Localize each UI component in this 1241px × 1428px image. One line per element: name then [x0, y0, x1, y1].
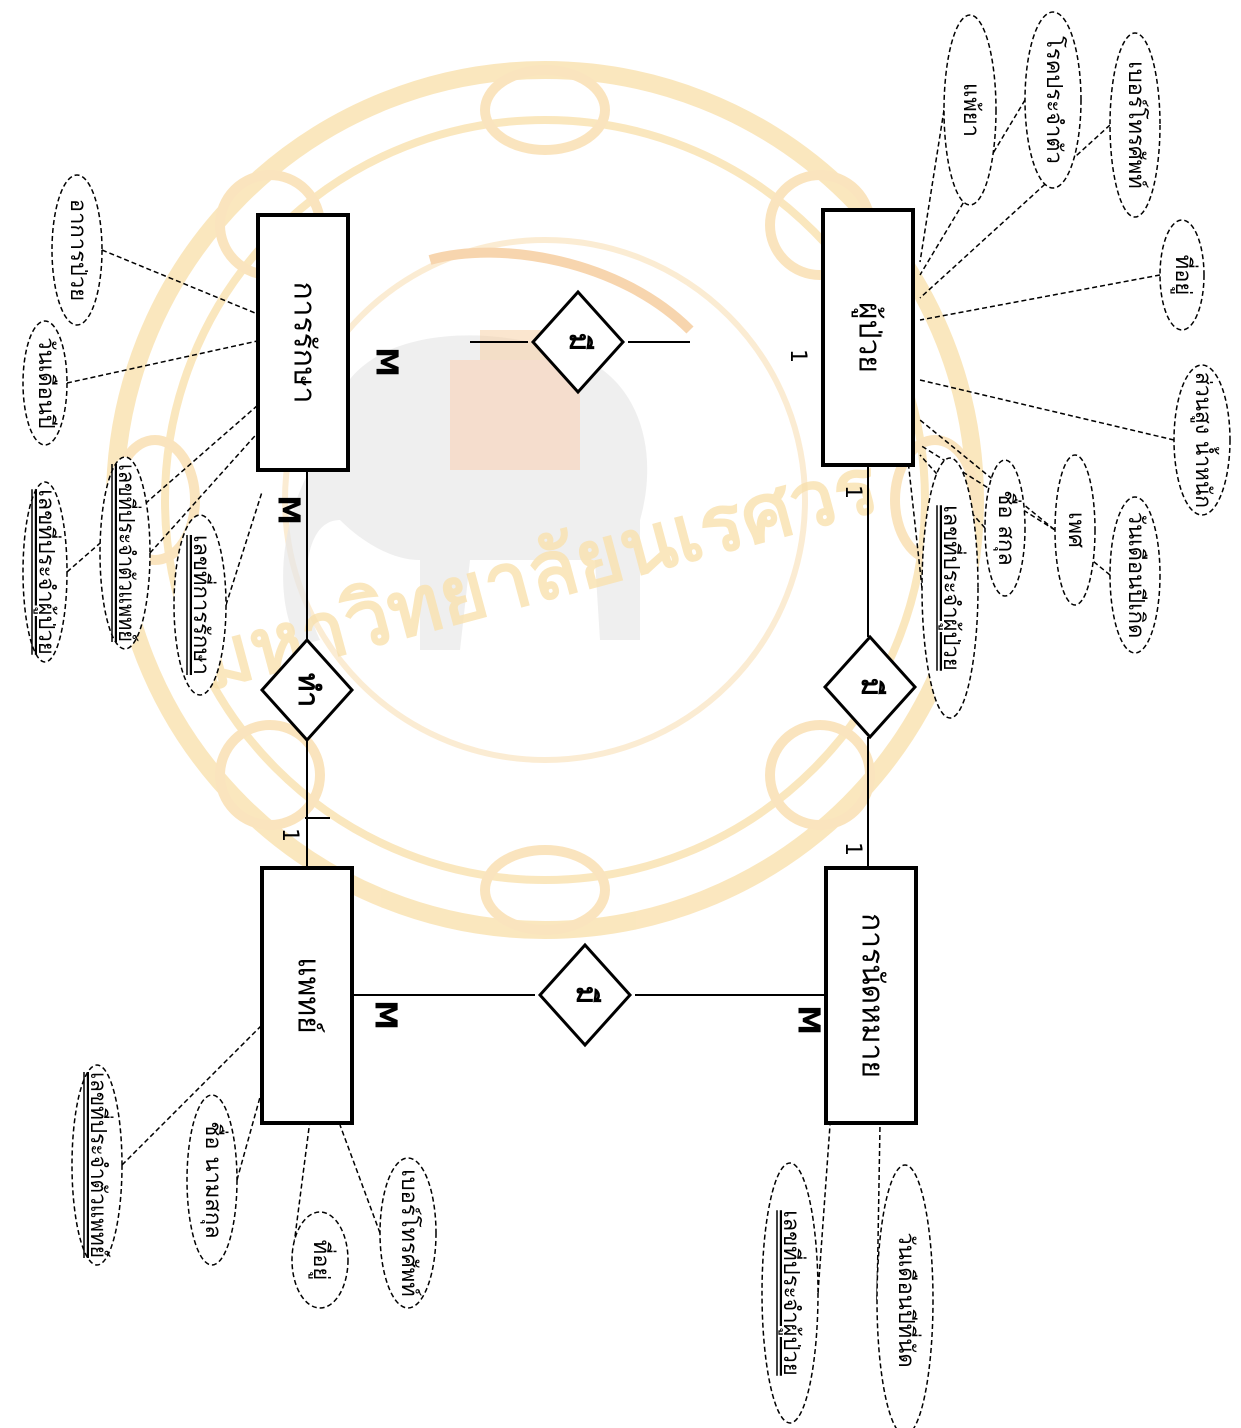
attribute-p-height-weight-label: ส่วนสูง น้ำหนัก [1190, 372, 1219, 508]
entity-doctor-label: แพทย์ [291, 957, 326, 1033]
attribute-link-line [919, 379, 1175, 441]
attribute-p-address-ellipse [1159, 219, 1205, 331]
attribute-p-name-label: ชื่อ สกุล [993, 490, 1022, 565]
attribute-d-phone-ellipse [379, 1157, 437, 1309]
er-shapes: การรักษาผู้ป่วยแพทย์การนัดหมายทำมีมีมีMM… [22, 11, 1231, 1428]
attribute-link-line [66, 404, 259, 573]
attribute-link-line [149, 427, 263, 554]
attribute-t-patient-id-ellipse [22, 481, 68, 663]
card-doctor-has: M [368, 1000, 403, 1030]
attribute-p-name-ellipse [984, 459, 1026, 597]
attribute-a-patient-id-ellipse [761, 1162, 819, 1424]
rel-has-right-diamond [822, 634, 918, 740]
entity-doctor-box [260, 866, 354, 1125]
attribute-p-patient-id-label: เลขที่ประจำผู้ป่วย [938, 505, 967, 670]
attribute-p-height-weight-ellipse [1173, 364, 1231, 516]
rel-do-label: ทำ [292, 673, 325, 707]
attribute-link-line [919, 124, 1111, 299]
attribute-p-disease-ellipse [1024, 11, 1082, 189]
attribute-link-line [66, 339, 263, 384]
attribute-link-line [907, 459, 923, 589]
attribute-link-line [225, 491, 263, 606]
card-treat-do: M [271, 495, 306, 525]
attribute-a-date-label: วันเดือนปีที่นัด [893, 1232, 922, 1367]
card-patient-left: 1 [785, 349, 810, 363]
card-patient-has: 1 [840, 485, 865, 499]
attribute-link-line [919, 99, 1026, 276]
rel-has-top-diamond [530, 289, 626, 395]
attribute-t-doctor-id-label: เลขที่ประจำตัวแพทย์ [113, 464, 142, 642]
attribute-link-line [817, 1124, 831, 1294]
entity-patient-label: ผู้ป่วย [852, 302, 887, 373]
entity-patient-box [821, 208, 915, 467]
elephant-icon [283, 247, 694, 650]
attribute-t-date-label: วันเดือนปี [33, 337, 58, 428]
attribute-d-name-ellipse [186, 1094, 238, 1266]
entity-appointment-box [824, 866, 918, 1125]
attribute-link-line [919, 109, 945, 263]
rel-has-right-label: มี [855, 678, 888, 696]
attribute-t-patient-id-label: เลขที่ประจำผู้ป่วย [33, 489, 62, 654]
entity-treatment-label: การรักษา [287, 281, 322, 403]
attribute-link-line [101, 249, 261, 316]
attribute-p-allergy-ellipse [943, 14, 997, 206]
attribute-d-name-label: ชื่อ นามสกุล [200, 1121, 229, 1238]
card-do-doctor: 1 [277, 828, 302, 842]
attribute-p-sex-ellipse [1054, 454, 1096, 606]
attribute-p-phone-label: เบอร์โทรศัพท์ [1123, 61, 1149, 189]
attribute-d-doctor-id-label: เลขที่ประจำตัวแพทย์ [85, 1072, 114, 1258]
university-seal-watermark: มหาวิทยาลัยนเรศวร [106, 61, 984, 939]
attribute-t-treatment-id-label: เลขที่การรักษา [188, 535, 217, 675]
card-appt-has: 1 [840, 842, 865, 856]
attribute-a-patient-id-label: เลขที่ประจำผู้ป่วย [778, 1210, 807, 1375]
rel-has-bottom-diamond [537, 942, 633, 1048]
attribute-t-symptom-label: อาการป่วย [65, 199, 90, 301]
card-treat-right: M [369, 347, 404, 377]
rel-has-bottom-label: มี [570, 986, 603, 1004]
attribute-p-allergy-label: แพ้ยา [958, 83, 983, 137]
entity-appointment-label: การนัดหมาย [855, 913, 890, 1078]
attribute-d-phone-label: เบอร์โทรศัพท์ [396, 1169, 422, 1297]
attribute-link-line [919, 274, 1161, 321]
attribute-d-address-label: ที่อยู่ [308, 1240, 337, 1281]
attribute-t-symptom-ellipse [51, 174, 103, 326]
attribute-p-disease-label: โรคประจำตัว [1041, 36, 1067, 164]
attribute-a-date-ellipse [876, 1164, 934, 1428]
attribute-link-line [876, 1124, 881, 1301]
attribute-d-address-ellipse [291, 1211, 349, 1309]
attribute-link-line [121, 1024, 263, 1166]
attribute-p-address-label: ที่อยู่ [1170, 255, 1199, 296]
attribute-p-sex-label: เพศ [1063, 512, 1088, 548]
attribute-p-birthdate-label: วันเดือนปีเกิด [1123, 512, 1148, 639]
attribute-link-line [236, 1089, 263, 1181]
attribute-t-date-ellipse [22, 320, 68, 446]
attribute-link-line [919, 444, 1056, 531]
entity-treatment-box [256, 213, 350, 472]
rel-do-diamond [259, 637, 355, 743]
attribute-link-line [339, 1124, 381, 1234]
attribute-p-patient-id-ellipse [921, 457, 979, 719]
card-appt-has-bottom: M [791, 1005, 826, 1035]
attribute-p-phone-ellipse [1109, 32, 1161, 218]
rel-has-top-label: มี [563, 333, 596, 351]
attribute-p-birthdate-ellipse [1109, 496, 1161, 654]
